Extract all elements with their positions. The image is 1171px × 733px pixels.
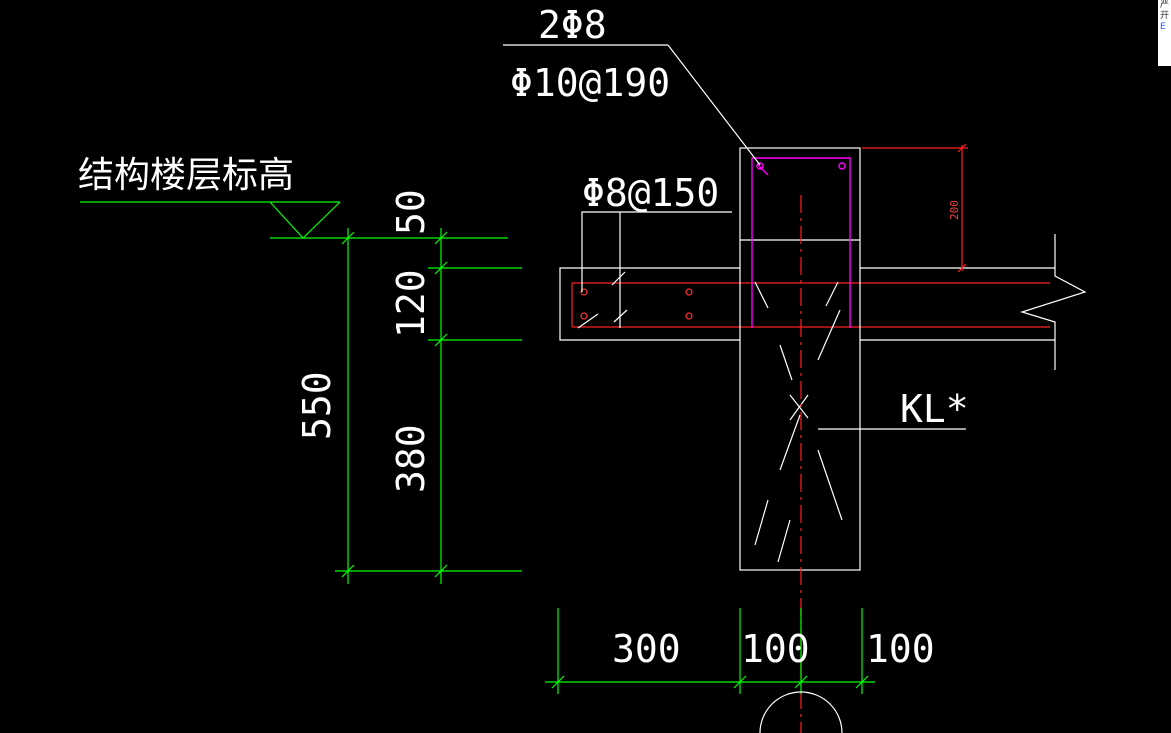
dim-100-left: 100 <box>741 627 810 671</box>
slab-rebar-label: Φ8@150 <box>582 171 719 215</box>
dim-100-right: 100 <box>866 627 935 671</box>
slab-section-right <box>860 234 1087 370</box>
corner-item: 严 <box>1160 0 1170 10</box>
floor-level-label: 结构楼层标高 <box>78 155 294 196</box>
slab-section-left: Φ8@150 <box>559 171 1050 341</box>
axis-bubble <box>759 691 843 733</box>
dim-total-550: 550 <box>295 371 339 440</box>
top-rebar-callout: 2Φ8 Φ10@190 <box>503 3 761 166</box>
top-rebar-label: 2Φ8 <box>538 3 607 47</box>
floor-level-symbol: 结构楼层标高 <box>78 155 341 239</box>
vertical-dimensions: 550 50 120 380 <box>295 189 522 584</box>
corner-item: 开 <box>1160 11 1170 21</box>
beam-mark-label: KL* <box>900 387 969 431</box>
dim-380: 380 <box>389 424 433 493</box>
horizontal-dimensions: 300 100 100 <box>545 608 935 694</box>
corner-panel: 严 开 E <box>1158 0 1171 66</box>
beam-section: 200 KL* <box>739 143 969 733</box>
corner-item: E <box>1160 22 1166 32</box>
stirrup-label: Φ10@190 <box>510 61 670 105</box>
dim-200: 200 <box>948 200 961 220</box>
dim-50: 50 <box>389 189 433 235</box>
dim-120: 120 <box>389 269 433 338</box>
dim-300: 300 <box>612 627 681 671</box>
